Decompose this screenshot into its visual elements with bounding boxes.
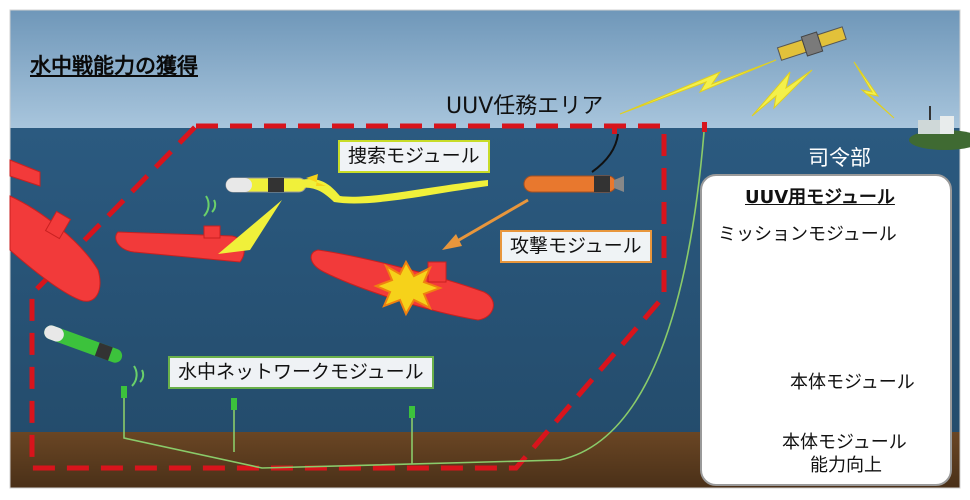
attack-module-label: 攻撃モジュール (500, 230, 652, 263)
sky (10, 10, 960, 130)
diagram-title: 水中戦能力の獲得 (30, 54, 198, 78)
network-uuv (44, 325, 123, 363)
network-cable (123, 131, 705, 469)
hq-island (909, 106, 970, 150)
uuv-mission-area (29, 123, 667, 471)
uuv-module-panel (700, 174, 952, 486)
satellite-icon (776, 26, 847, 61)
search-module-label: 捜索モジュール (338, 140, 490, 173)
attack-uuv (523, 133, 624, 193)
signal-bolts (619, 59, 895, 119)
hq-label: 司令部 (808, 146, 871, 170)
body-upgrade-label-line2: 能力向上 (810, 455, 882, 476)
mission-area-label: UUV任務エリア (446, 94, 604, 119)
mission-module-label: ミッションモジュール (718, 224, 897, 245)
explosion-icon (373, 259, 443, 317)
body-upgrade-label-line1: 本体モジュール (782, 432, 907, 453)
sonar-arcs (131, 195, 217, 387)
panel-title: UUV用モジュール (745, 187, 895, 208)
body-module-label: 本体モジュール (790, 372, 915, 393)
network-module-label: 水中ネットワークモジュール (168, 356, 434, 389)
search-uuv (218, 174, 488, 254)
